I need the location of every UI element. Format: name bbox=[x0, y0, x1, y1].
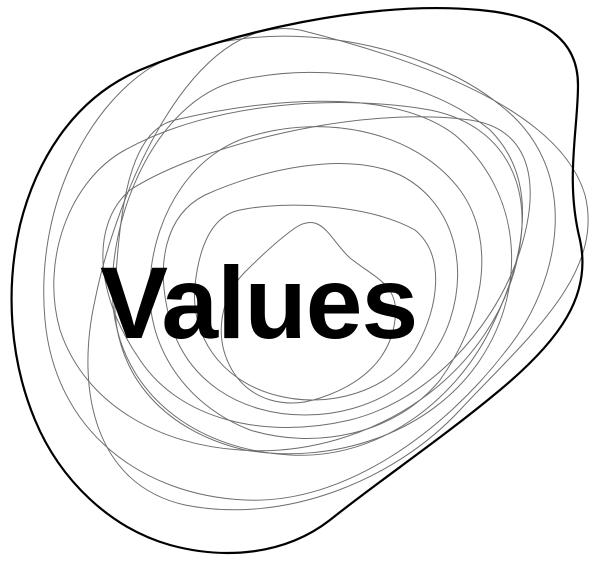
values-title: Values bbox=[100, 252, 417, 354]
